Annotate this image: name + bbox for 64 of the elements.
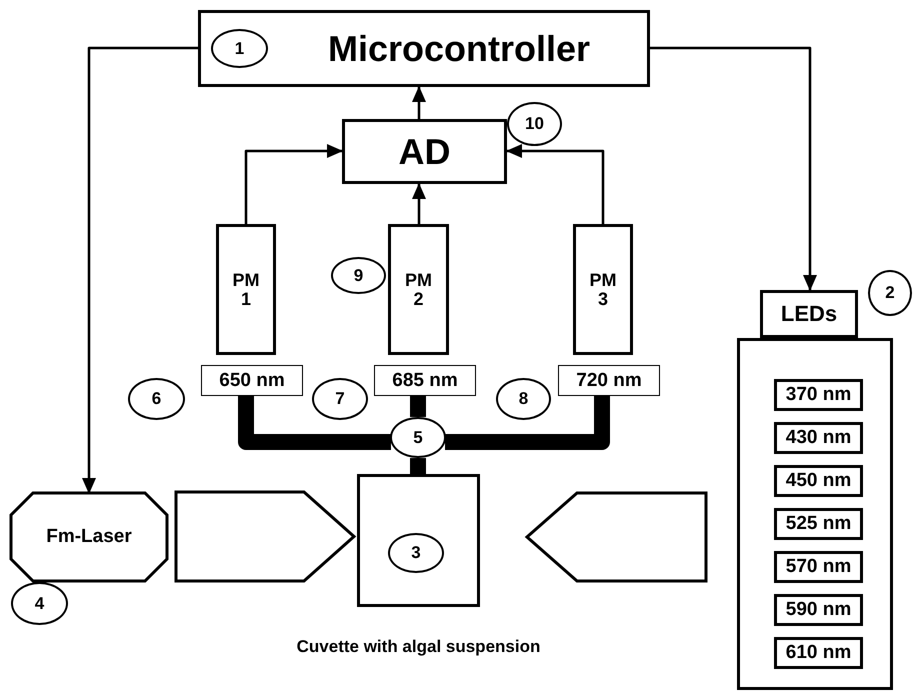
box-label: 1 [234,38,244,58]
box-label: PM 1 [232,270,260,308]
arrow [650,46,817,291]
box-label: 7 [335,389,345,409]
box-label: 10 [525,114,544,134]
light-guide-pentagon [176,492,354,581]
number-circle [507,102,562,146]
filter-box [558,365,660,396]
wavelength-box [774,637,863,669]
box-label: Fm-Laser [46,526,132,548]
number-circle [312,378,368,420]
box-label: 430 nm [786,427,852,449]
number-circle [868,270,912,316]
box-label: 685 nm [392,370,458,392]
photomultiplier-box [216,224,276,355]
arrow [412,183,426,224]
filter-box [374,365,476,396]
laser-octagon [11,493,167,581]
box-label: 2 [885,283,895,303]
arrow [82,46,198,494]
wavelength-box [774,379,863,411]
light-guide [410,396,426,417]
led-box [760,290,858,338]
photomultiplier-box [573,224,633,355]
wavelength-box [774,422,863,454]
box-label: Microcontroller [328,28,590,70]
box-label: 450 nm [786,470,852,492]
wavelength-box [774,508,863,540]
box-label: AD [398,130,450,172]
box-label: 6 [152,389,162,409]
box-label: 4 [34,594,44,614]
box-label: 720 nm [576,370,642,392]
wavelength-box [774,551,863,583]
box-label: 570 nm [786,556,852,578]
light-guide-pentagon [527,493,706,581]
box-label: 370 nm [786,384,852,406]
arrow [506,144,604,224]
led-panel [737,338,893,690]
box-label: PM 2 [404,270,433,308]
number-circle [331,257,386,294]
arrow [244,144,343,224]
box-label: 8 [518,389,528,409]
box-label: 525 nm [786,513,852,535]
box-label: 3 [411,543,421,563]
box-label: PM 3 [588,270,618,308]
node-label: Cuvette with algal suspension [296,637,540,657]
box-label: 610 nm [786,642,852,664]
wavelength-box [774,594,863,626]
box-label: 9 [354,266,364,286]
filter-box [201,365,303,396]
number-circle [388,533,444,573]
wavelength-box [774,465,863,497]
box-label: LEDs [780,301,838,327]
photomultiplier-box [388,224,449,355]
cuvette-box [357,474,480,607]
number-circle [390,417,446,458]
number-circle [496,378,551,420]
microcontroller-box [198,10,650,87]
box-label: 590 nm [786,599,852,621]
box-label: 650 nm [219,370,285,392]
box-label: 5 [413,428,423,448]
arrow [412,86,426,119]
light-guide [410,458,426,474]
converter-box [342,119,507,184]
